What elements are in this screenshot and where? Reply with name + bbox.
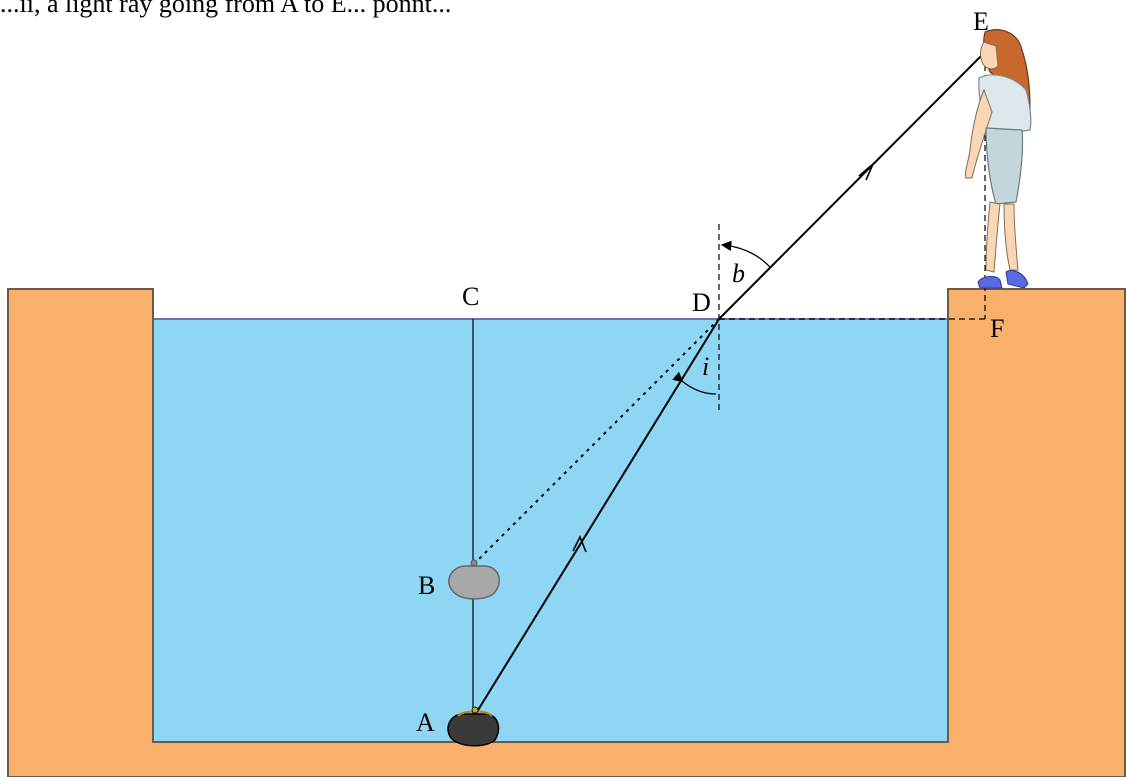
purse-icon: [447, 706, 500, 747]
water: [154, 319, 947, 741]
ray-ad-arrow: [572, 535, 587, 553]
angle-arc-b: [720, 240, 771, 268]
girl-observer-icon: [965, 29, 1032, 289]
label-angle-i: i: [702, 352, 709, 381]
label-b: B: [418, 571, 435, 600]
label-angle-b: b: [732, 259, 745, 288]
apparent-ray-db: [475, 318, 720, 563]
label-e: E: [973, 7, 989, 36]
ground: [7, 288, 1126, 777]
angle-arc-i: [672, 371, 717, 395]
ray-ad: [474, 318, 720, 716]
ray-de-arrow: [858, 163, 874, 181]
label-d: D: [692, 288, 711, 317]
ray-de: [718, 54, 983, 320]
caption-fragment: ...ii, a light ray going from A to E... …: [0, 0, 452, 18]
label-c: C: [462, 282, 479, 311]
label-f: F: [990, 314, 1004, 343]
purse-image-icon: [448, 559, 500, 600]
label-a: A: [416, 708, 435, 737]
